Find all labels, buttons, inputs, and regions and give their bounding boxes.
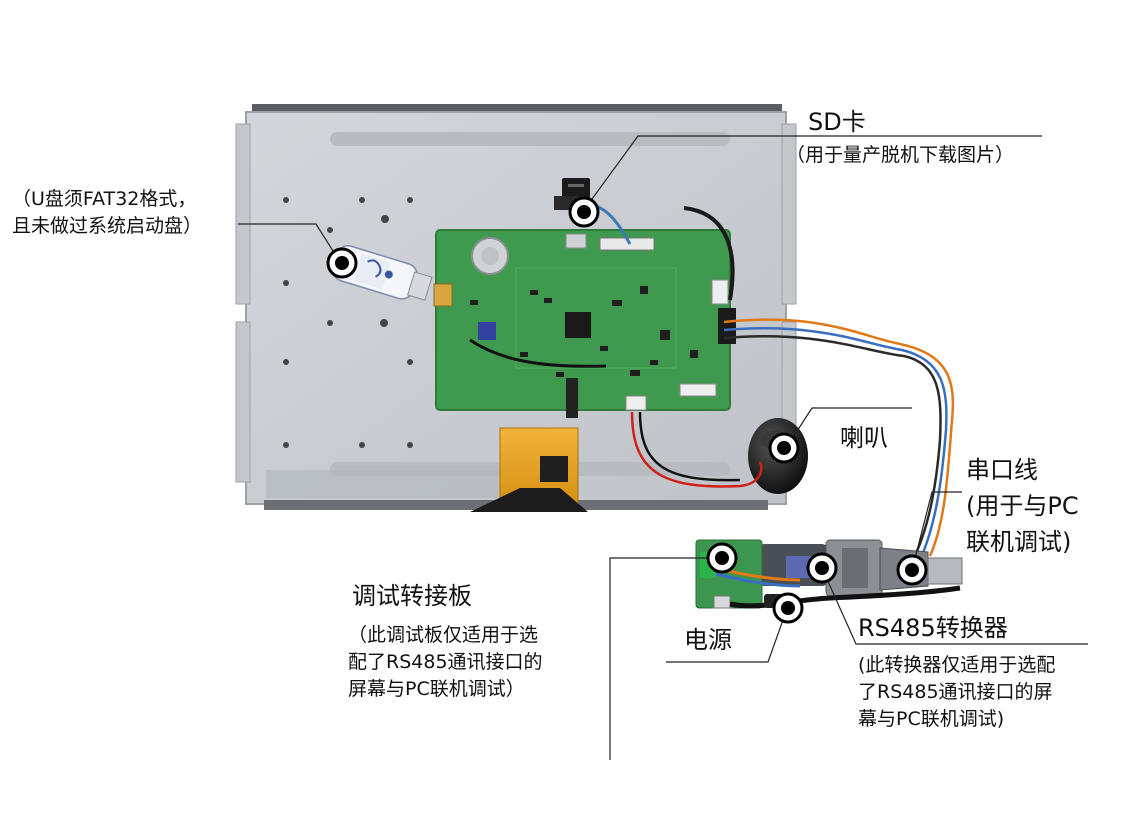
rs485-desc: (此转换器仅适用于选配 了RS485通讯接口的屏 幕与PC联机调试)	[858, 652, 1055, 733]
serial-cable-title: 串口线	[966, 456, 1038, 484]
speaker-wire-black	[638, 411, 741, 482]
rs485-line1: (此转换器仅适用于选配	[858, 654, 1056, 676]
sd-card-desc: （用于量产脱机下载图片）	[786, 144, 1015, 166]
rs485-title: RS485转换器	[858, 614, 1008, 642]
usb-disk-note: （U盘须FAT32格式， 且未做过系统启动盘）	[12, 186, 202, 240]
control-pcb	[433, 229, 736, 411]
leader-lines	[238, 135, 1088, 760]
debug-board-line2: 配了RS485通讯接口的	[348, 651, 543, 673]
power-cable	[729, 585, 961, 609]
debug-board-title: 调试转接板	[352, 582, 472, 610]
usb-disk-line2: 且未做过系统启动盘）	[12, 215, 203, 237]
sd-card-title: SD卡	[808, 108, 866, 136]
callout-markers	[326, 196, 928, 624]
rs485-line2: 了RS485通讯接口的屏	[858, 681, 1053, 703]
debug-board-line1: （此调试板仅适用于选	[348, 624, 539, 646]
debug-board-line3: 屏幕与PC联机调试）	[348, 678, 525, 700]
marker-serial-cable	[896, 554, 928, 586]
marker-speaker	[768, 432, 800, 464]
top-right-cable	[683, 206, 735, 301]
serial-cable-label: 串口线 (用于与PC 联机调试)	[966, 452, 1079, 560]
rs485-converter-assembly	[758, 539, 963, 597]
marker-rs485	[806, 552, 838, 584]
mounting-holes	[283, 197, 413, 448]
power-title: 电源	[684, 626, 732, 654]
sd-ribbon	[595, 204, 632, 245]
serial-cable	[723, 318, 955, 563]
marker-power	[772, 592, 804, 624]
speaker-wire-red	[630, 411, 763, 488]
usb-disk-line1: （U盘须FAT32格式，	[12, 188, 197, 210]
debug-board-desc: （此调试板仅适用于选 配了RS485通讯接口的 屏幕与PC联机调试）	[348, 622, 543, 703]
rs485-line3: 幕与PC联机调试)	[858, 708, 1005, 730]
serial-cable-line2: 联机调试)	[966, 528, 1072, 556]
serial-cable-line1: (用于与PC	[966, 492, 1079, 520]
marker-debug-board	[706, 542, 738, 574]
speaker-title: 喇叭	[840, 424, 888, 452]
fpc-ribbon	[470, 378, 588, 512]
marker-sd-card	[568, 196, 600, 228]
marker-usb-disk	[326, 247, 358, 279]
